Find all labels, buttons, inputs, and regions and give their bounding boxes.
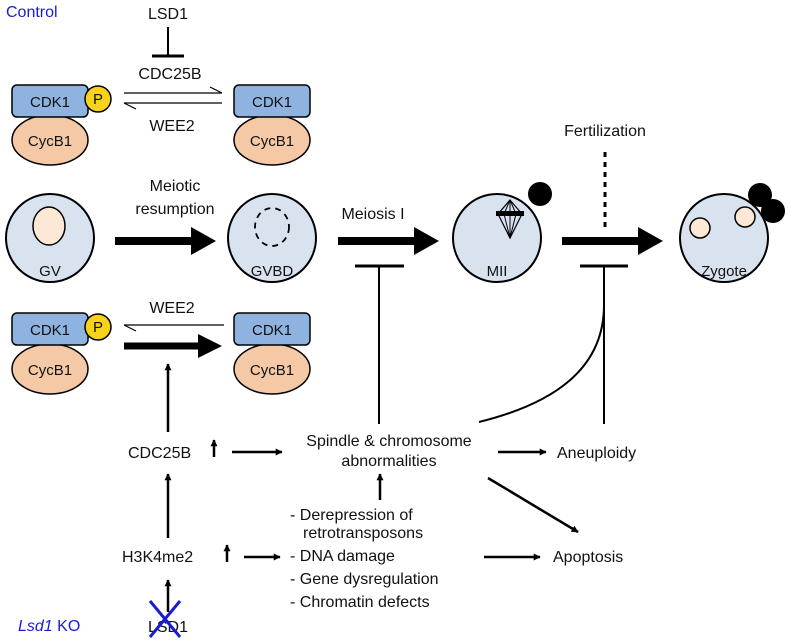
zygote-label: Zygote: [701, 263, 747, 280]
control-section-label: Control: [6, 4, 58, 21]
pronucleus-2: [734, 206, 756, 228]
phospho-label: P: [93, 91, 103, 108]
control-active-complex: CycB1 CDK1 P: [11, 84, 112, 166]
ko-wee2-arrow-head: [123, 324, 137, 332]
phospho-badge: [84, 313, 112, 341]
phospho-badge: [84, 85, 112, 113]
gvbd-dissolving-nucleus: [254, 207, 290, 247]
mii-cell: MII: [452, 182, 552, 283]
fertilization-label: Fertilization: [564, 123, 646, 140]
cdk1-label: CDK1: [30, 94, 70, 111]
gvbd-to-mii-head: [414, 227, 439, 255]
cdk1-label: CDK1: [252, 94, 292, 111]
resumption-label: resumption: [135, 201, 214, 218]
defect-item-3: - Gene dysregulation: [290, 571, 439, 588]
gvbd-oocyte: [227, 193, 317, 283]
cdk1-label: CDK1: [252, 322, 292, 339]
spindle-inhibition-curve: [478, 304, 605, 423]
ko-section-label: Lsd1 KO: [18, 618, 80, 635]
cycb1-label: CycB1: [250, 362, 294, 379]
apoptosis-label: Apoptosis: [553, 549, 623, 566]
mii-to-zygote-head: [638, 227, 663, 255]
cdk1-box: [233, 84, 311, 118]
defect-item-1: - Derepression of: [290, 507, 413, 524]
pronucleus-1: [689, 217, 711, 239]
polar-body: [528, 182, 552, 206]
zygote-cell: Zygote: [679, 183, 785, 283]
gv-to-gvbd-head: [191, 227, 216, 255]
ko-active-complex: CycB1 CDK1 P: [11, 312, 112, 395]
spindle-abnormalities-label-2: abnormalities: [341, 453, 436, 470]
meiotic-label: Meiotic: [150, 178, 201, 195]
gvbd-label: GVBD: [251, 263, 294, 280]
cdk1-box: [233, 312, 311, 346]
cycb1-label: CycB1: [28, 133, 72, 150]
control-cdc25b-label: CDC25B: [138, 66, 201, 83]
polar-body-1: [748, 183, 772, 207]
cdc25b-arrow-head: [209, 86, 223, 94]
cdk1-label: CDK1: [30, 322, 70, 339]
defect-item-4: - Chromatin defects: [290, 594, 430, 611]
ko-cdc25b-thick-arrow-head: [198, 334, 222, 358]
control-inactive-complex: CycB1 CDK1: [233, 84, 311, 166]
spindle-icon: [496, 199, 524, 240]
defect-item-2: - DNA damage: [290, 548, 395, 565]
meiosis-i-label: Meiosis I: [341, 206, 404, 223]
gv-cell: GV: [5, 193, 95, 283]
gvbd-cell: GVBD: [227, 193, 317, 283]
ko-cdc25b-label: CDC25B: [128, 445, 191, 462]
ko-h3k4me2-label: H3K4me2: [122, 549, 193, 566]
gv-label: GV: [39, 263, 61, 280]
wee2-arrow-head: [123, 102, 137, 110]
gv-nucleus: [32, 206, 66, 246]
ko-lsd1-label: LSD1: [148, 619, 188, 636]
control-wee2-label: WEE2: [149, 118, 194, 135]
ko-wee2-label: WEE2: [149, 300, 194, 317]
polar-body-2: [761, 199, 785, 223]
phospho-label: P: [93, 319, 103, 336]
knockout-cross-icon: [148, 600, 182, 638]
control-lsd1-label: LSD1: [148, 6, 188, 23]
cycb1-label: CycB1: [28, 362, 72, 379]
aneuploidy-label: Aneuploidy: [557, 445, 636, 462]
ko-inactive-complex: CycB1 CDK1: [233, 312, 311, 395]
mii-label: MII: [487, 263, 508, 280]
spindle-abnormalities-label-1: Spindle & chromosome: [306, 433, 472, 450]
defect-item-1-cont: retrotransposons: [303, 525, 423, 542]
spindle-to-apoptosis-arrow: [487, 476, 579, 534]
cycb1-label: CycB1: [250, 133, 294, 150]
